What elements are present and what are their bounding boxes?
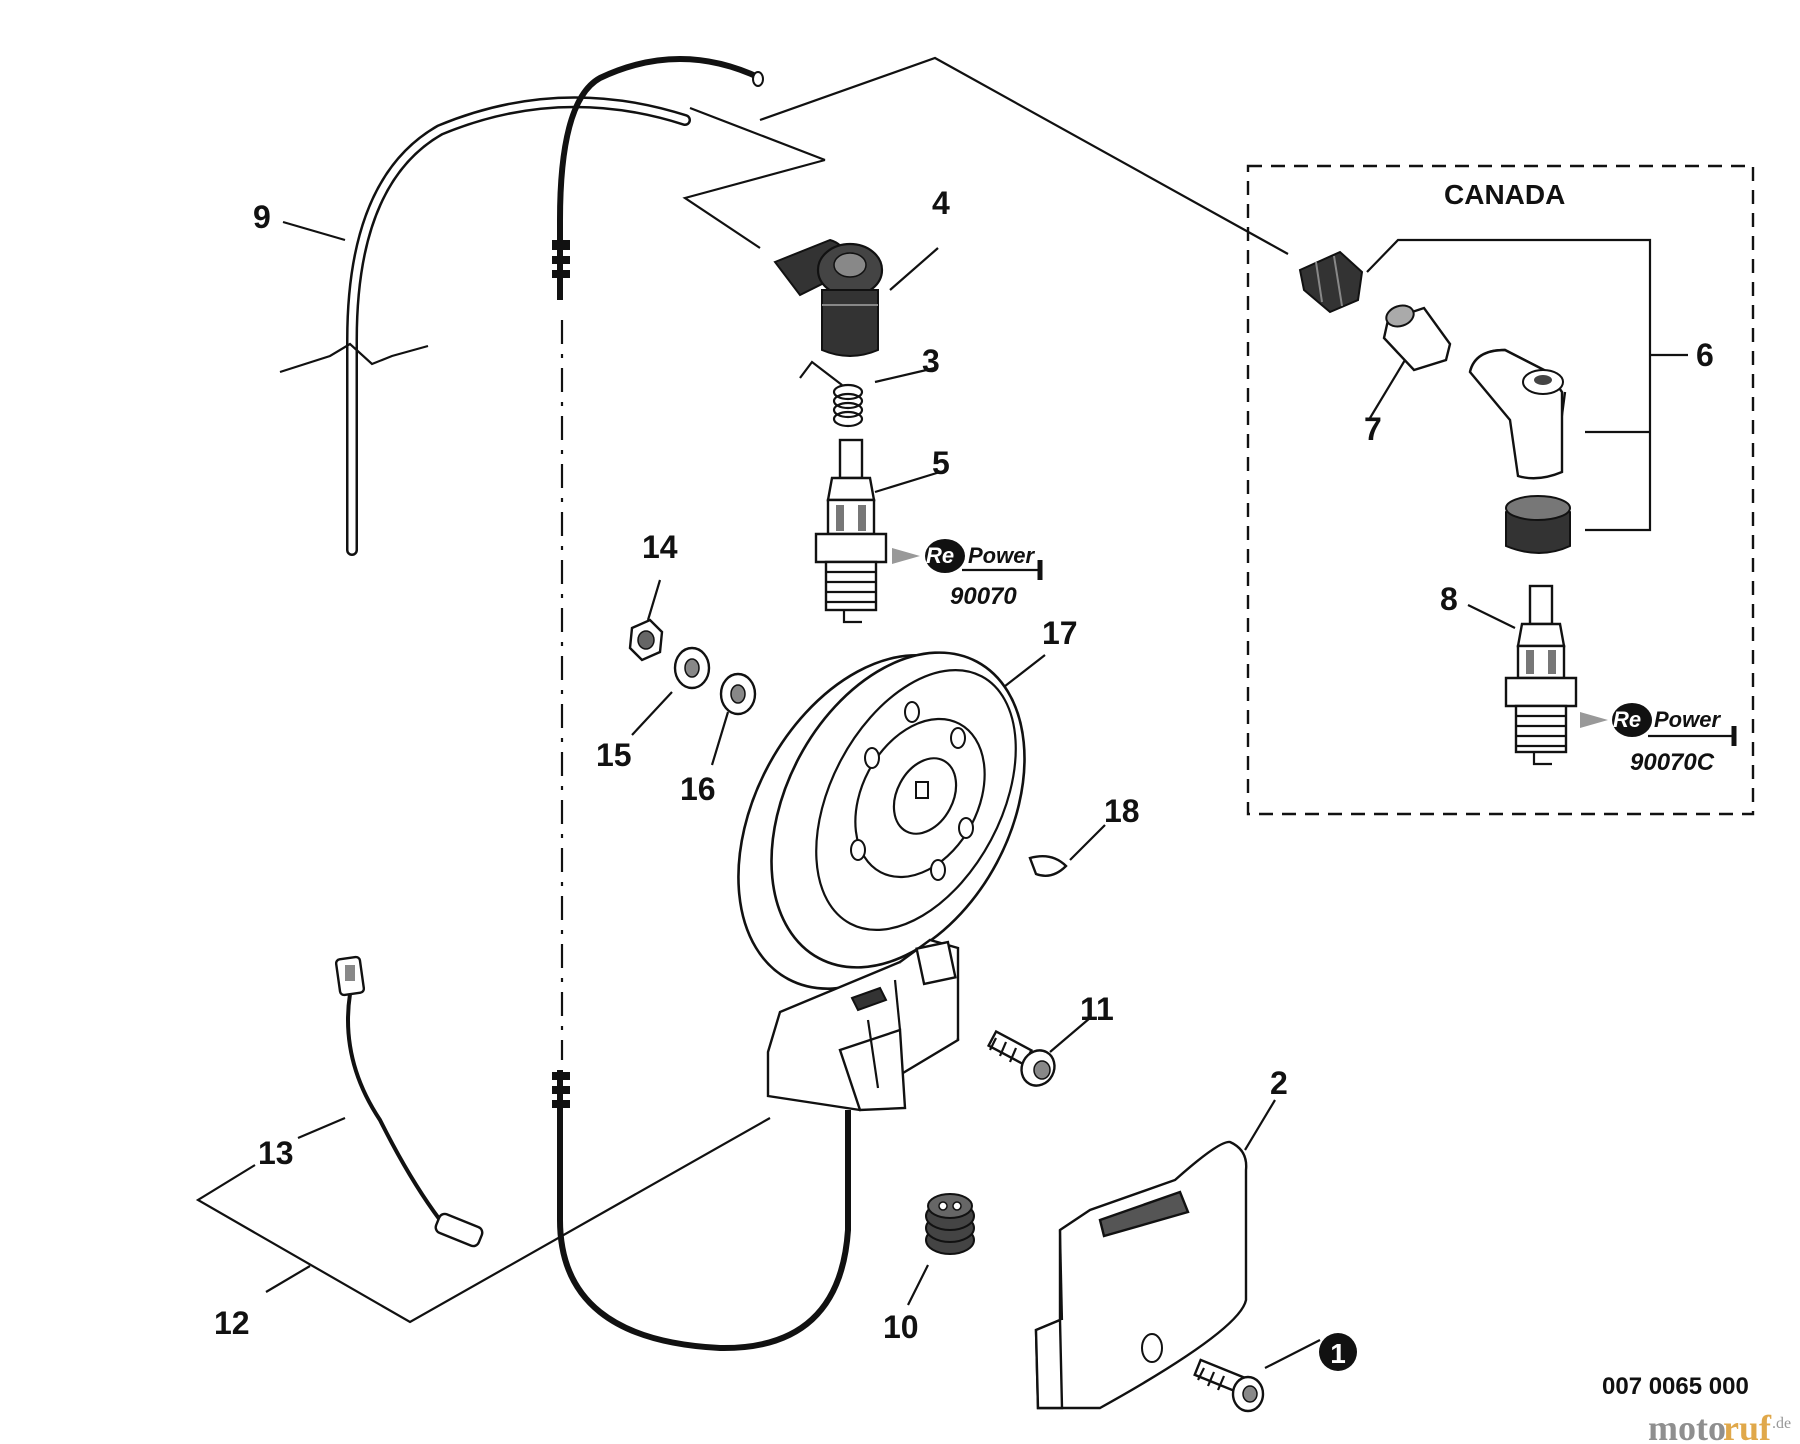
canada-label: CANADA	[1444, 179, 1565, 210]
callout-9: 9	[253, 199, 271, 235]
motoruf-watermark: moto ruf .de	[1648, 1408, 1791, 1444]
spark-plug-boot-part	[773, 238, 884, 357]
callout-1: 1	[1330, 1338, 1346, 1369]
ignition-wire-part	[552, 56, 851, 1352]
repower-logo-b: Re Power 90070C	[1580, 703, 1737, 776]
diagram-code: 007 0065 000	[1602, 1373, 1749, 1400]
repower-brand-power: Power	[968, 543, 1035, 568]
repower-brand-re-b: Re	[1613, 707, 1641, 732]
nut-part	[628, 618, 664, 662]
callout-13: 13	[258, 1135, 294, 1171]
watermark-part2: ruf	[1723, 1408, 1772, 1444]
callout-12: 12	[214, 1305, 250, 1341]
washer-part-a	[673, 646, 711, 690]
ignition-module-part	[766, 938, 960, 1112]
callout-labels: 9 4 3 5 14 15 16 17 18 11 2 10 13 12 6 7…	[214, 179, 1714, 1371]
canada-spark-plug-part	[1504, 584, 1578, 766]
callout-16: 16	[680, 771, 716, 807]
canada-cap-part	[1505, 495, 1571, 554]
repower-brand-power-b: Power	[1654, 707, 1721, 732]
spark-plug-part	[814, 438, 888, 624]
repower-brand-re: Re	[926, 543, 954, 568]
callout-11: 11	[1080, 991, 1114, 1027]
callout-8: 8	[1440, 581, 1458, 617]
callout-1-badge	[1319, 1333, 1357, 1371]
callout-4: 4	[932, 185, 950, 221]
repower-part-number-a: 90070	[950, 583, 1017, 610]
callout-2: 2	[1270, 1065, 1288, 1101]
canada-sleeve-part	[1382, 304, 1452, 372]
spring-clip-part	[799, 360, 864, 428]
callout-18: 18	[1104, 793, 1140, 829]
watermark-suffix: .de	[1772, 1415, 1791, 1432]
leader-lines	[195, 56, 1688, 1369]
callout-6: 6	[1696, 337, 1714, 373]
callout-15: 15	[596, 737, 632, 773]
callout-10: 10	[883, 1309, 919, 1345]
screw-part-b	[1193, 1358, 1265, 1413]
ignition-cover-part	[1034, 1140, 1248, 1410]
callout-14: 14	[642, 529, 678, 565]
watermark-part1: moto	[1648, 1408, 1726, 1444]
callout-7: 7	[1364, 411, 1382, 447]
callout-17: 17	[1042, 615, 1078, 651]
ground-wire-part	[334, 955, 484, 1248]
grommet-part	[925, 1193, 975, 1255]
canada-boot-part	[1468, 348, 1567, 480]
canada-terminal-part	[1298, 250, 1364, 314]
washer-part-b	[719, 672, 757, 716]
repower-part-number-b: 90070C	[1630, 749, 1715, 776]
repower-logo-a: Re Power 90070	[892, 539, 1043, 610]
screw-part-a	[986, 1029, 1056, 1087]
fuel-line-part	[279, 96, 691, 556]
callout-3: 3	[922, 343, 940, 379]
flywheel-part	[737, 651, 1026, 990]
flywheel-key-part	[1028, 855, 1068, 877]
canada-region-box	[1246, 164, 1755, 816]
callout-5: 5	[932, 445, 950, 481]
